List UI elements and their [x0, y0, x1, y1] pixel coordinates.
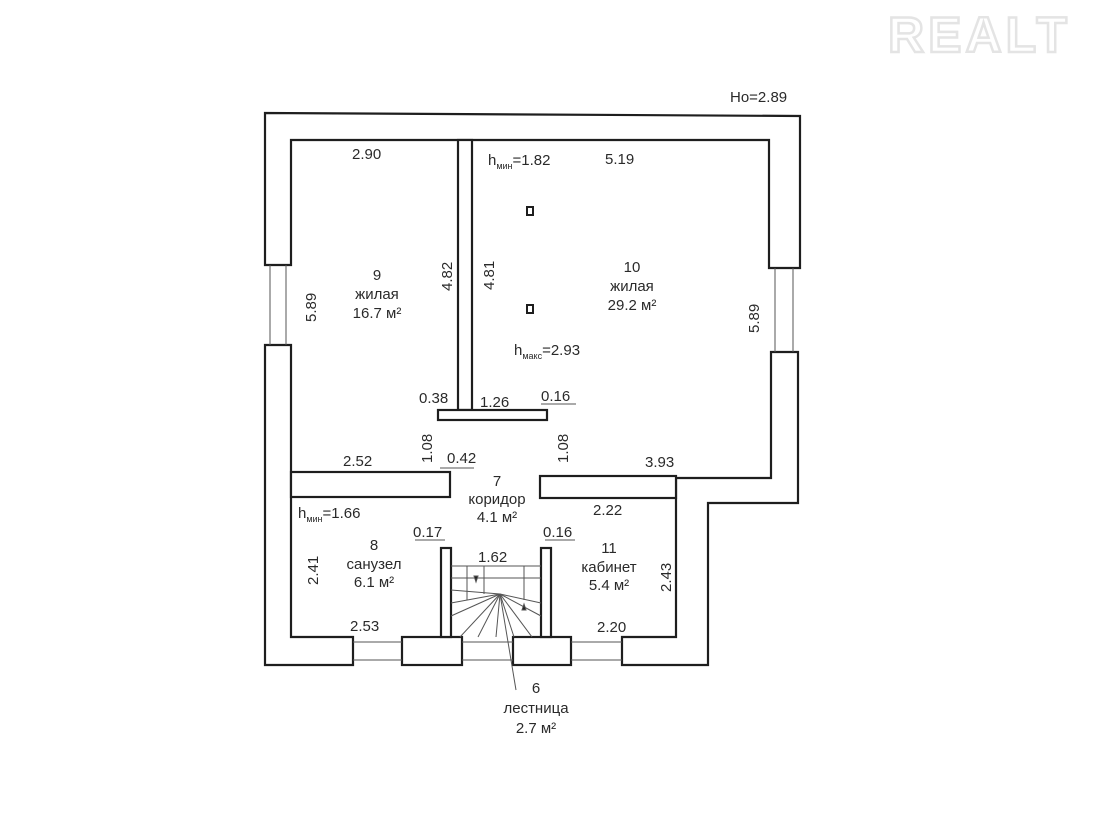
room-type: жилая: [355, 286, 399, 303]
room-8-label: 8 санузел 6.1 м²: [347, 537, 402, 591]
room-number: 7: [493, 473, 501, 490]
h-min-room-8: hмин=1.66: [298, 505, 361, 524]
wall-bottom-segment: [400, 635, 464, 667]
room-number: 11: [601, 540, 617, 557]
dimension-label: 1.08: [419, 434, 436, 463]
dimension-label: 5.19: [605, 151, 634, 168]
wall-left: [263, 343, 355, 667]
dimension-label: 2.41: [305, 556, 322, 585]
dimension-label: 4.82: [439, 262, 456, 291]
wall-bottom-segment: [511, 635, 573, 667]
stair-column-right: [539, 546, 553, 639]
room-area: 2.7 м²: [516, 720, 556, 737]
dimension-label: 0.16: [541, 388, 570, 405]
dimension-label: 3.93: [645, 454, 674, 471]
room-type: санузел: [347, 556, 402, 573]
room-7-label: 7 коридор 4.1 м²: [468, 473, 525, 526]
realt-watermark-logo: REALT: [888, 7, 1071, 63]
chimney-marker: [526, 206, 534, 216]
partition-9-10: [456, 138, 474, 412]
dimension-label: 1.62: [478, 549, 507, 566]
room-10-label: 10 жилая 29.2 м²: [608, 259, 657, 314]
ceiling-height-label: Ho=2.89: [730, 89, 787, 106]
wall-corridor-right: [538, 474, 678, 500]
chimney-marker: [526, 304, 534, 314]
h-min-room-10: hмин=1.82: [488, 152, 551, 171]
wall-corridor-left: [289, 470, 452, 499]
room-9-label: 9 жилая 16.7 м²: [353, 267, 402, 322]
room-type: лестница: [503, 700, 569, 717]
room-6-label: 6 лестница 2.7 м²: [503, 680, 569, 737]
wall-right: [620, 350, 800, 667]
dimension-label: 2.22: [593, 502, 622, 519]
dimension-label: 2.90: [352, 146, 381, 163]
room-11-label: 11 кабинет 5.4 м²: [581, 540, 636, 594]
stair-arrow-down-icon: [521, 602, 527, 611]
room-number: 8: [370, 537, 378, 554]
room-type: кабинет: [581, 559, 636, 576]
partition-bar: [436, 408, 549, 422]
room-area: 29.2 м²: [608, 297, 657, 314]
dimension-label: 1.26: [480, 394, 509, 411]
h-max-room-10: hмакс=2.93: [514, 342, 580, 361]
room-area: 6.1 м²: [354, 574, 394, 591]
dimension-label: 2.20: [597, 619, 626, 636]
dimension-label: 1.08: [555, 434, 572, 463]
room-type: жилая: [610, 278, 654, 295]
dimensions: 2.90 5.19 5.89 5.89 4.82 4.81 0.38 1.26 …: [303, 146, 763, 636]
room-area: 16.7 м²: [353, 305, 402, 322]
room-number: 9: [373, 267, 381, 284]
stair-arrow-up-icon: [473, 575, 479, 584]
stair-column-left: [439, 546, 453, 639]
room-type: коридор: [468, 491, 525, 508]
staircase: [450, 565, 542, 691]
windows: [269, 265, 794, 661]
walls: [263, 111, 802, 667]
room-area: 5.4 м²: [589, 577, 629, 594]
dimension-label: 5.89: [303, 293, 320, 322]
dimension-label: 0.38: [419, 390, 448, 407]
room-area: 4.1 м²: [477, 509, 517, 526]
dimension-label: 2.52: [343, 453, 372, 470]
dimension-label: 5.89: [746, 304, 763, 333]
dimension-label: 0.42: [447, 450, 476, 467]
room-number: 6: [532, 680, 540, 697]
dimension-label: 0.16: [543, 524, 572, 541]
dimension-label: 4.81: [481, 261, 498, 290]
dimension-label: 0.17: [413, 524, 442, 541]
room-number: 10: [624, 259, 641, 276]
wall-top: [263, 111, 802, 270]
dimension-label: 2.43: [658, 563, 675, 592]
dimension-label: 2.53: [350, 618, 379, 635]
